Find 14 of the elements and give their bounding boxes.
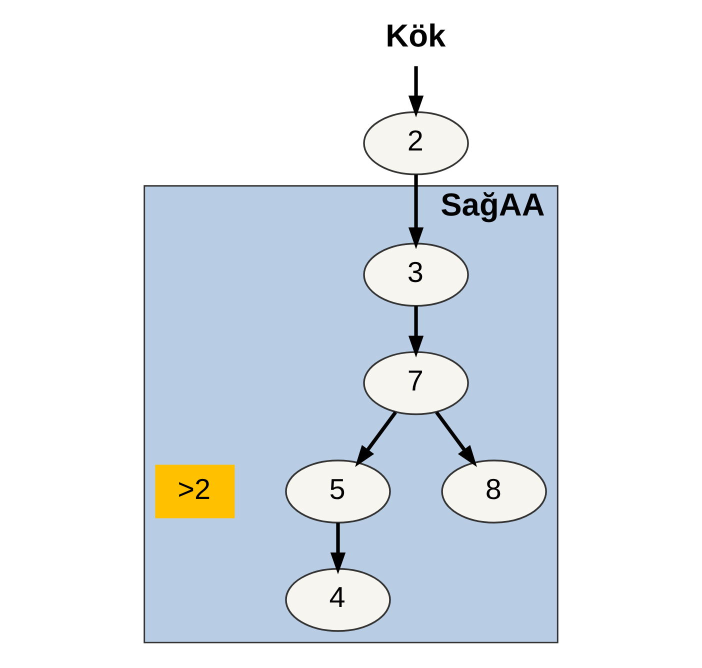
arrow: [408, 306, 424, 358]
arrow: [355, 411, 397, 467]
arrow: [408, 174, 424, 250]
arrow: [330, 522, 346, 574]
node-ellipse: 4: [285, 568, 391, 632]
node-ellipse: 8: [441, 460, 547, 524]
node-ellipse: 7: [363, 351, 469, 416]
node-text: Kök: [386, 18, 446, 54]
node-box: >2: [155, 464, 235, 518]
arrow: [408, 66, 424, 118]
node-ellipse: 5: [285, 460, 391, 524]
arrow: [435, 411, 477, 467]
node-ellipse: 2: [363, 111, 469, 176]
node-ellipse: 3: [363, 242, 469, 307]
